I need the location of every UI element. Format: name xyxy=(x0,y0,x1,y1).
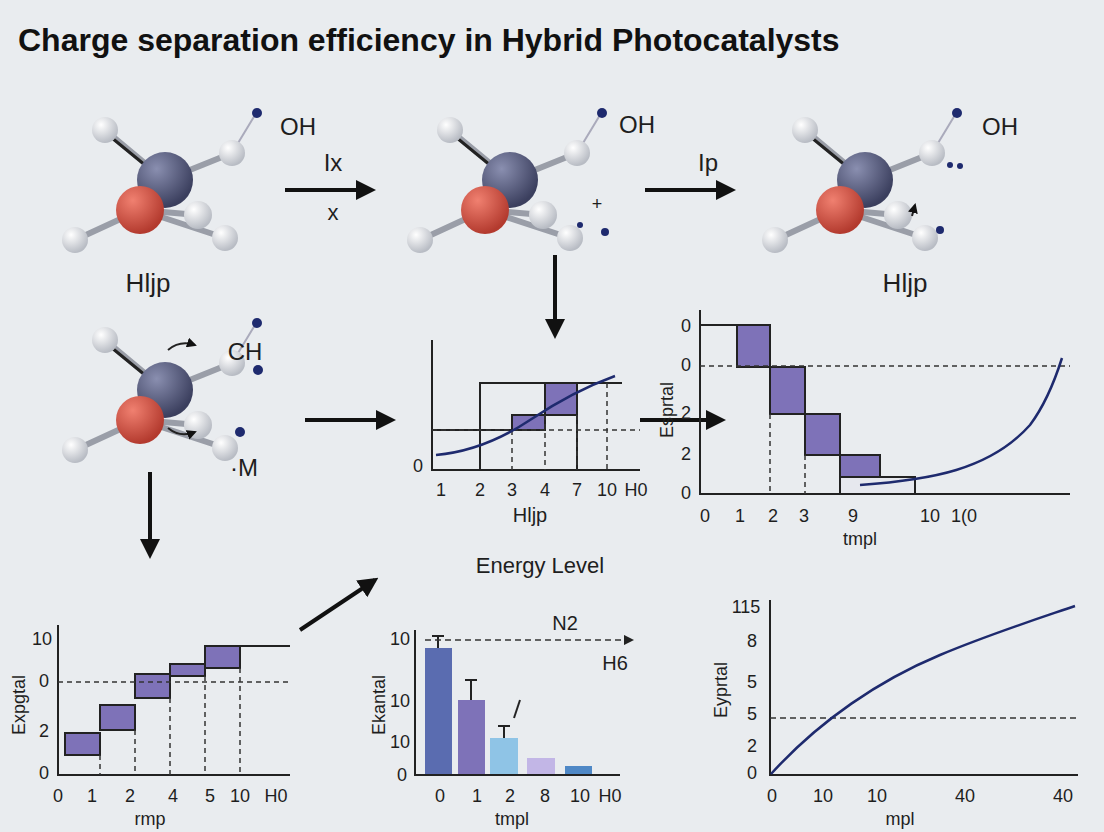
axis-tick: 0 xyxy=(53,787,63,807)
molecule-label: Hljp xyxy=(126,269,171,298)
axis-tick: 0 xyxy=(681,484,691,504)
axis-tick: 5 xyxy=(747,673,757,693)
axis-tick: 2 xyxy=(747,737,757,757)
axis-tick: 0 xyxy=(747,764,757,784)
axis-title: mpl xyxy=(885,810,914,830)
series-label: H6 xyxy=(602,652,628,674)
axis-tick: 1 xyxy=(472,787,482,807)
axis-tick: 3 xyxy=(507,481,517,501)
axis-tick: 10 xyxy=(32,630,52,650)
axis-tick: 10 xyxy=(390,733,410,753)
axis-tick: 0 xyxy=(435,787,445,807)
axis-tick: 10 xyxy=(867,787,887,807)
axis-tick: 2 xyxy=(125,787,135,807)
curved-arrows xyxy=(168,205,915,434)
axis-title: Eyprtal xyxy=(712,662,732,718)
axis-tick: H0 xyxy=(624,481,647,501)
axis-tick: H0 xyxy=(264,787,287,807)
axis-tick: 0 xyxy=(39,764,49,784)
molecule-label: OH xyxy=(280,114,316,140)
electron-dots xyxy=(235,162,963,437)
axis-tick: 8 xyxy=(747,632,757,652)
axis-tick: 2 xyxy=(681,404,691,424)
axis-tick: 1 xyxy=(87,787,97,807)
series-label: N2 xyxy=(552,612,578,634)
axis-title: rmp xyxy=(135,810,166,830)
axis-tick: 40 xyxy=(955,787,975,807)
axis-tick: 10 xyxy=(570,787,590,807)
step-chart xyxy=(700,310,1070,494)
molecule xyxy=(762,108,962,253)
axis-title: tmpl xyxy=(843,530,877,550)
axis-tick: 5 xyxy=(205,787,215,807)
axis-title: Hljp xyxy=(513,504,547,526)
arrow-label: Ix xyxy=(324,150,343,176)
flow-arrows xyxy=(150,190,732,630)
axis-tick: 2 xyxy=(505,787,515,807)
axis-title: Ekantal xyxy=(370,675,390,735)
axis-tick: 4 xyxy=(540,481,550,501)
axis-tick: 10 xyxy=(390,692,410,712)
molecule-label: Hljp xyxy=(883,269,928,298)
axis-tick: 0 xyxy=(681,317,691,337)
axis-title: Expgtal xyxy=(10,675,30,735)
diagram-title: Charge separation efficiency in Hybrid P… xyxy=(18,22,840,59)
axis-tick: 5 xyxy=(747,705,757,725)
axis-tick: 0 xyxy=(767,787,777,807)
molecule-label: ·M xyxy=(230,455,258,481)
axis-tick: 9 xyxy=(848,507,858,527)
molecule-label: OH xyxy=(982,114,1018,140)
step-chart xyxy=(432,340,640,470)
axis-tick: 0 xyxy=(39,672,49,692)
axis-tick: 8 xyxy=(540,787,550,807)
axis-tick: 1 xyxy=(436,481,446,501)
axis-tick: 4 xyxy=(168,787,178,807)
chart-caption: Energy Level xyxy=(476,554,604,578)
axis-title: Esprtal xyxy=(658,382,678,438)
axis-tick: 10 xyxy=(920,507,940,527)
axis-tick: 0 xyxy=(700,507,710,527)
axis-tick: 2 xyxy=(768,507,778,527)
axis-tick: 10 xyxy=(597,481,617,501)
axis-tick: 2 xyxy=(475,481,485,501)
axis-tick: 10 xyxy=(813,787,833,807)
molecule-label: CH xyxy=(228,339,263,365)
axis-tick: 0 xyxy=(681,356,691,376)
axis-tick: 1 xyxy=(735,507,745,527)
charge-label: + xyxy=(592,195,603,215)
axis-tick: 0 xyxy=(413,457,423,477)
molecule xyxy=(407,108,607,253)
axis-tick: 2 xyxy=(681,445,691,465)
molecule xyxy=(62,318,262,463)
bar-chart xyxy=(415,630,632,775)
arrow-label: Ip xyxy=(698,150,718,176)
arrow-label: x xyxy=(328,201,339,225)
axis-tick: 3 xyxy=(799,507,809,527)
axis-tick: 115 xyxy=(732,598,761,618)
axis-tick: 0 xyxy=(397,766,407,786)
axis-tick: 7 xyxy=(572,481,582,501)
axis-tick: 1(0 xyxy=(951,507,977,527)
axis-tick: 10 xyxy=(230,787,250,807)
molecule xyxy=(62,108,262,253)
axis-tick: 10 xyxy=(390,630,410,650)
step-chart xyxy=(58,625,290,775)
axis-tick: H0 xyxy=(598,787,621,807)
molecule-label: OH xyxy=(619,112,655,138)
axis-tick: 40 xyxy=(1053,787,1073,807)
axis-tick: 2 xyxy=(39,722,49,742)
line-chart xyxy=(770,600,1078,775)
axis-title: tmpl xyxy=(495,810,529,830)
